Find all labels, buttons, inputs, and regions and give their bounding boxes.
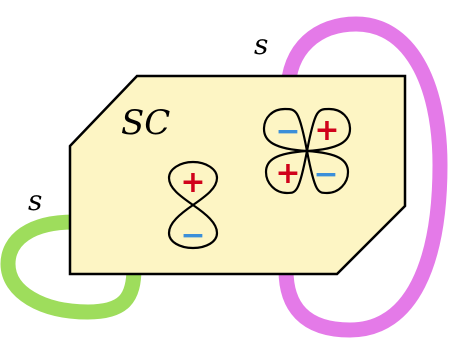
s-label-left: s xyxy=(28,184,42,217)
p-lobe-bottom xyxy=(167,203,219,250)
p-plus-sign: + xyxy=(180,165,205,200)
p-wave-orbital: + − xyxy=(167,160,219,253)
p-minus-sign: − xyxy=(180,218,205,253)
d-lobe-bottom-left xyxy=(264,149,309,195)
green-lead-left xyxy=(0,214,142,320)
sc-label: SC xyxy=(121,103,170,143)
d-lobe-bottom-right xyxy=(305,149,350,195)
d-wave-orbital: − + + − xyxy=(262,107,352,195)
d-plus-sign-bottom-left: + xyxy=(275,156,300,191)
d-lobe-top-right xyxy=(305,107,352,153)
d-lobe-top-left xyxy=(262,107,309,153)
d-plus-sign-top-right: + xyxy=(314,113,339,148)
magenta-lead-right xyxy=(278,16,448,338)
d-minus-sign-top-left: − xyxy=(275,114,300,149)
d-minus-sign-bottom-right: − xyxy=(313,157,338,192)
p-lobe-top xyxy=(167,160,219,207)
superconductor-block xyxy=(68,74,407,276)
s-label-top: s xyxy=(254,28,268,61)
